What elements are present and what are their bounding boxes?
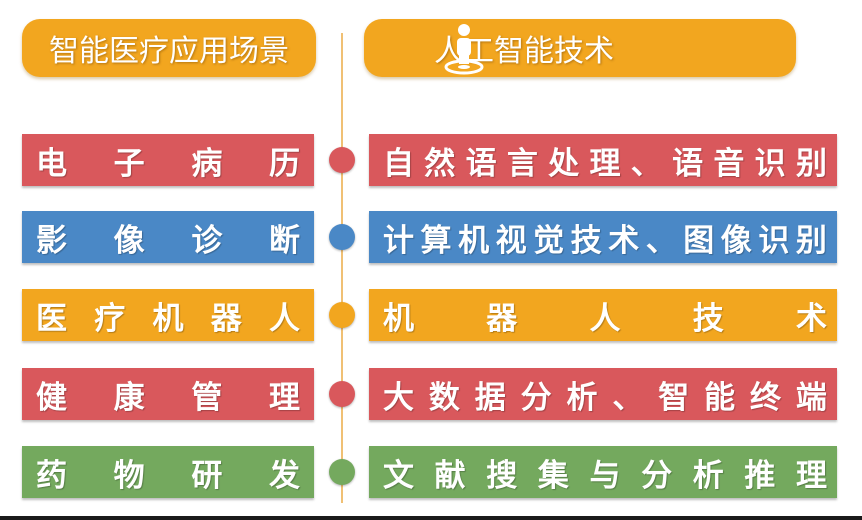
box-char: 分 [641,457,673,494]
box-char: 算 [420,222,452,259]
box-char: 析 [566,379,598,416]
box-char: 技 [692,300,724,337]
box-char: 子 [113,145,145,182]
scenario-box: 电子病历 [22,134,314,186]
box-char: 术 [608,222,640,259]
technology-box: 文献搜集与分析推理 [369,446,837,498]
box-char: 诊 [191,222,223,259]
box-char: 析 [692,457,724,494]
box-char: 觉 [533,222,565,259]
box-char: 分 [520,379,552,416]
box-char: 图 [683,222,715,259]
box-char: 别 [795,222,827,259]
box-char: 识 [758,222,790,259]
scenario-box: 健康管理 [22,368,314,420]
box-char: 视 [495,222,527,259]
box-char: 药 [36,457,67,494]
connector-dot [329,381,355,407]
box-char: 言 [506,145,538,182]
box-char: 献 [434,457,466,494]
technology-box: 自然语言处理、语音识别 [369,134,837,186]
box-char: 断 [268,222,300,259]
row-3: 健 康 管 理 大数据分析、智能终端 [0,368,862,420]
box-char: 、 [612,379,644,416]
box-char: 据 [474,379,506,416]
box-char: 搜 [486,457,518,494]
box-char: 、 [630,145,662,182]
header-technologies: 人工智能技术 [364,19,796,77]
box-char: 计 [383,222,414,259]
scenario-box: 影像诊断 [22,211,314,263]
row-2: 医疗机器人 机器人技术 [0,289,862,341]
box-char: 别 [795,145,827,182]
technology-box: 计算机视觉技术、图像识别 [369,211,837,263]
connector-dot [329,147,355,173]
box-char: 技 [570,222,602,259]
box-char: 像 [113,222,145,259]
box-char: 文 [383,457,414,494]
connector-dot [329,224,355,250]
box-char: 集 [537,457,569,494]
bottom-border [0,516,862,520]
row-1: 影像诊断 计算机视觉技术、图像识别 [0,211,862,263]
box-char: 语 [672,145,704,182]
box-char: 理 [268,379,300,416]
box-char: 发 [268,457,300,494]
box-char: 影 [36,222,67,259]
box-char: 、 [645,222,677,259]
box-char: 疗 [94,300,126,337]
box-char: 病 [191,145,223,182]
box-char: 识 [754,145,786,182]
box-char: 大 [383,379,414,416]
box-char: 然 [424,145,456,182]
row-4: 药 物 研 发 文献搜集与分析推理 [0,446,862,498]
box-char: 自 [383,145,414,182]
connector-dot [329,459,355,485]
box-char: 机 [383,300,414,337]
person-on-target-icon [444,24,484,75]
box-char: 理 [589,145,621,182]
box-char: 人 [269,300,300,337]
connector-dot [329,302,355,328]
box-char: 人 [589,300,621,337]
box-char: 健 [36,379,67,416]
box-char: 管 [191,379,223,416]
box-char: 术 [796,300,827,337]
box-char: 电 [36,145,67,182]
box-char: 理 [796,457,827,494]
box-char: 与 [589,457,621,494]
header-scenarios: 智能医疗应用场景 [22,19,316,77]
box-char: 机 [458,222,490,259]
box-char: 数 [428,379,460,416]
box-char: 语 [465,145,497,182]
box-char: 像 [720,222,752,259]
row-0: 电子病历 自然语言处理、语音识别 [0,134,862,186]
box-char: 机 [152,300,184,337]
header-scenarios-label: 智能医疗应用场景 [49,34,289,69]
box-char: 音 [713,145,745,182]
scenario-box: 药物研发 [22,446,314,498]
box-char: 能 [704,379,736,416]
box-char: 器 [210,300,242,337]
box-char: 推 [744,457,776,494]
box-char: 医 [36,300,67,337]
box-char: 研 [191,457,223,494]
technology-box: 机器人技术 [369,289,837,341]
box-char: 智 [658,379,690,416]
scenario-box: 医疗机器人 [22,289,314,341]
timeline-axis [341,33,343,503]
box-char: 历 [268,145,300,182]
box-char: 物 [113,457,145,494]
technology-box: 大数据分析、智能终端 [369,368,837,420]
box-char: 处 [548,145,580,182]
box-char: 器 [486,300,518,337]
box-char: 康 [113,379,145,416]
box-char: 终 [750,379,781,416]
box-char: 端 [795,379,827,416]
